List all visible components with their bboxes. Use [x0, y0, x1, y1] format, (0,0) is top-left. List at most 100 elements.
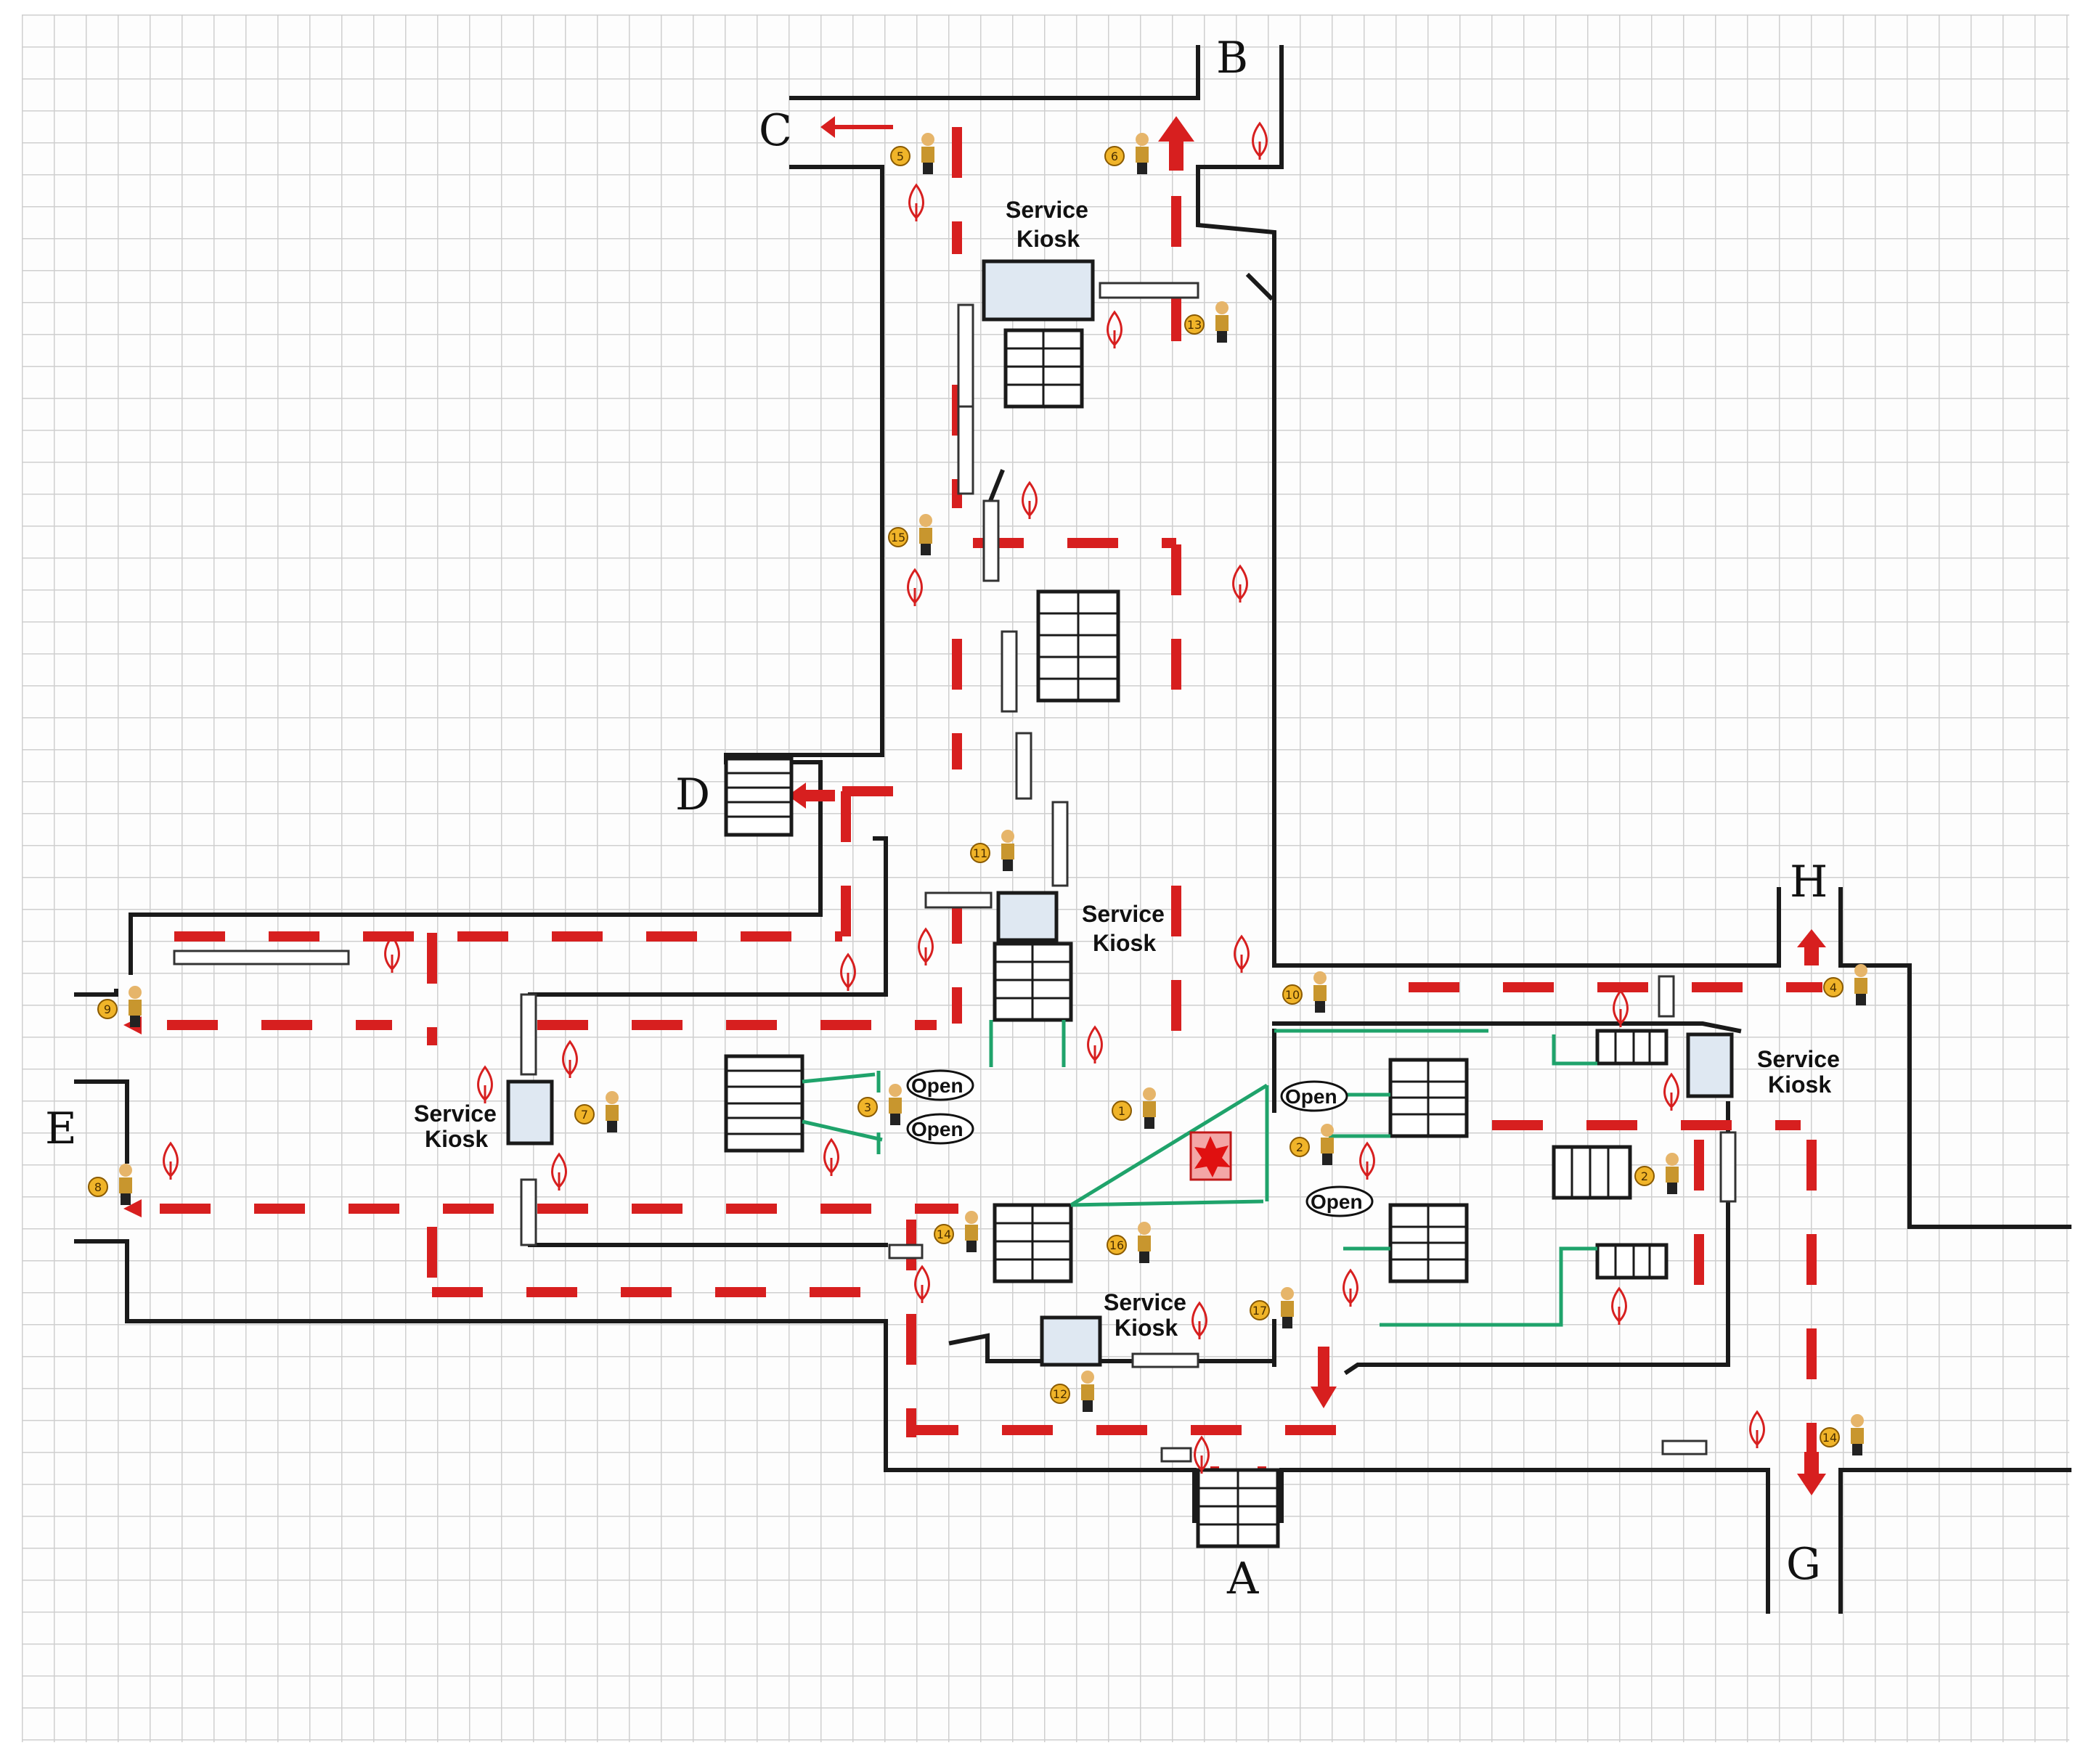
evacuation-arrow-icon — [123, 1199, 142, 1217]
staff-person-icon: 12 — [1050, 1371, 1094, 1412]
staff-person-icon: 1 — [1112, 1087, 1156, 1129]
open-gates: Open Open Open Open — [906, 1069, 1374, 1217]
service-kiosks: Service Kiosk Service Kiosk Service Kios… — [414, 197, 1840, 1367]
exit-label-h: H — [1790, 857, 1828, 907]
svg-text:8: 8 — [94, 1180, 102, 1194]
svg-text:2: 2 — [1296, 1140, 1303, 1154]
staff-person-icon: 16 — [1107, 1222, 1151, 1263]
staff-person-icon: 4 — [1823, 964, 1867, 1005]
open-label: Open — [1311, 1191, 1363, 1213]
evacuation-arrow-icon — [1158, 116, 1194, 171]
kiosk-label-line2: Kiosk — [1093, 930, 1156, 956]
kiosk-label-line1: Service — [1006, 197, 1088, 223]
service-kiosk-center[interactable]: Service Kiosk — [996, 891, 1165, 956]
fire-hazard-icon — [1749, 1410, 1765, 1448]
walls — [74, 45, 2071, 1614]
explosion-icon — [1189, 1131, 1232, 1181]
exit-label-b: B — [1216, 33, 1248, 83]
evacuation-arrow-icon — [820, 116, 893, 138]
svg-text:15: 15 — [891, 531, 905, 544]
open-gate-west-lower[interactable]: Open — [906, 1113, 974, 1145]
kiosk-label-line2: Kiosk — [1115, 1315, 1178, 1341]
svg-text:13: 13 — [1187, 318, 1202, 332]
evacuation-arrow-icon — [1797, 929, 1826, 965]
fire-hazard-icon — [840, 952, 856, 991]
open-label: Open — [911, 1074, 963, 1097]
service-kiosk-north[interactable]: Service Kiosk — [982, 197, 1095, 322]
fire-hazard-icon — [914, 1265, 930, 1303]
svg-text:7: 7 — [581, 1108, 588, 1122]
open-gate-west-upper[interactable]: Open — [906, 1069, 974, 1101]
fire-hazard-icon — [1611, 1286, 1627, 1325]
evacuation-routes — [160, 127, 1822, 1452]
escalator-east-lower — [1388, 1203, 1469, 1283]
svg-text:6: 6 — [1111, 150, 1118, 163]
staff-person-icon: 14 — [1820, 1414, 1864, 1455]
kiosk-label-line2: Kiosk — [1016, 226, 1080, 252]
fire-hazard-icon — [551, 1152, 567, 1191]
escalator-north-upper — [1003, 328, 1084, 409]
staff-person-icon: 15 — [888, 514, 932, 555]
fire-hazard-icon — [907, 568, 923, 606]
staff-person-icon: 10 — [1282, 971, 1327, 1013]
kiosk-label-line1: Service — [414, 1101, 497, 1127]
fire-hazard-icon — [384, 934, 400, 973]
fire-hazard-icon — [1191, 1301, 1207, 1339]
open-gate-east-lower[interactable]: Open — [1305, 1185, 1374, 1217]
stairs — [724, 328, 1669, 1548]
staff-person-icon: 11 — [970, 830, 1014, 871]
exit-label-e: E — [45, 1103, 77, 1154]
fire-hazard-icon — [1107, 310, 1123, 348]
evacuation-arrows — [123, 116, 1826, 1514]
escalator-east-upper — [1388, 1058, 1469, 1138]
fire-hazard-icon — [163, 1141, 179, 1180]
service-kiosk-west[interactable]: Service Kiosk — [414, 1079, 554, 1152]
fire-hazard-icon — [562, 1040, 578, 1078]
escalator-far-east-upper — [1595, 1029, 1669, 1066]
fire-hazard-icon — [908, 183, 924, 221]
fire-hazard-icon — [823, 1138, 839, 1176]
kiosk-label-line1: Service — [1082, 901, 1165, 927]
gate-lines — [802, 1020, 1597, 1327]
exit-labels: A B C D E G H — [45, 33, 1828, 1604]
svg-text:14: 14 — [937, 1228, 951, 1241]
fire-hazard-icon — [1194, 1435, 1210, 1474]
fire-hazards — [163, 121, 1765, 1474]
open-label: Open — [1285, 1085, 1337, 1108]
staff-person-icon: 9 — [97, 986, 142, 1027]
staff-person-icon: 14 — [934, 1211, 978, 1252]
stair-exit-d — [724, 756, 794, 837]
fire-hazard-icon — [1613, 989, 1629, 1027]
evacuation-arrow-icon — [1797, 1452, 1826, 1495]
svg-text:11: 11 — [973, 846, 987, 860]
fire-hazard-icon — [477, 1065, 493, 1103]
kiosk-label-line2: Kiosk — [425, 1126, 488, 1152]
open-gate-east-upper[interactable]: Open — [1280, 1080, 1348, 1112]
stair-exit-a — [1196, 1468, 1280, 1548]
svg-text:14: 14 — [1822, 1431, 1837, 1445]
staff-person-icon: 17 — [1250, 1287, 1294, 1328]
staff-person-icon: 3 — [857, 1084, 902, 1125]
service-kiosk-east[interactable]: Service Kiosk — [1686, 1032, 1840, 1098]
svg-text:2: 2 — [1641, 1169, 1648, 1183]
svg-text:12: 12 — [1053, 1387, 1067, 1401]
escalator-south — [993, 1203, 1073, 1283]
staff-person-icon: 7 — [574, 1091, 619, 1132]
staff-person-icon: 5 — [890, 133, 934, 174]
escalator-far-east-lower — [1595, 1243, 1669, 1280]
service-kiosk-south[interactable]: Service Kiosk — [1040, 1289, 1186, 1367]
kiosk-label-line1: Service — [1757, 1046, 1840, 1072]
evacuation-arrow-icon — [788, 783, 835, 809]
fire-hazard-icon — [1087, 1025, 1103, 1063]
staff-person-icon: 8 — [88, 1164, 132, 1205]
staff-positions: 5 6 13 15 11 9 3 8 — [88, 133, 1867, 1455]
fire-hazard-icon — [1359, 1141, 1375, 1180]
svg-text:3: 3 — [864, 1101, 871, 1114]
staff-person-icon: 6 — [1104, 133, 1149, 174]
evacuation-arrow-icon — [1311, 1347, 1337, 1408]
ticket-gates — [173, 282, 1737, 1463]
kiosk-label-line2: Kiosk — [1768, 1071, 1831, 1098]
svg-text:16: 16 — [1109, 1238, 1124, 1252]
exit-label-a: A — [1226, 1553, 1259, 1604]
